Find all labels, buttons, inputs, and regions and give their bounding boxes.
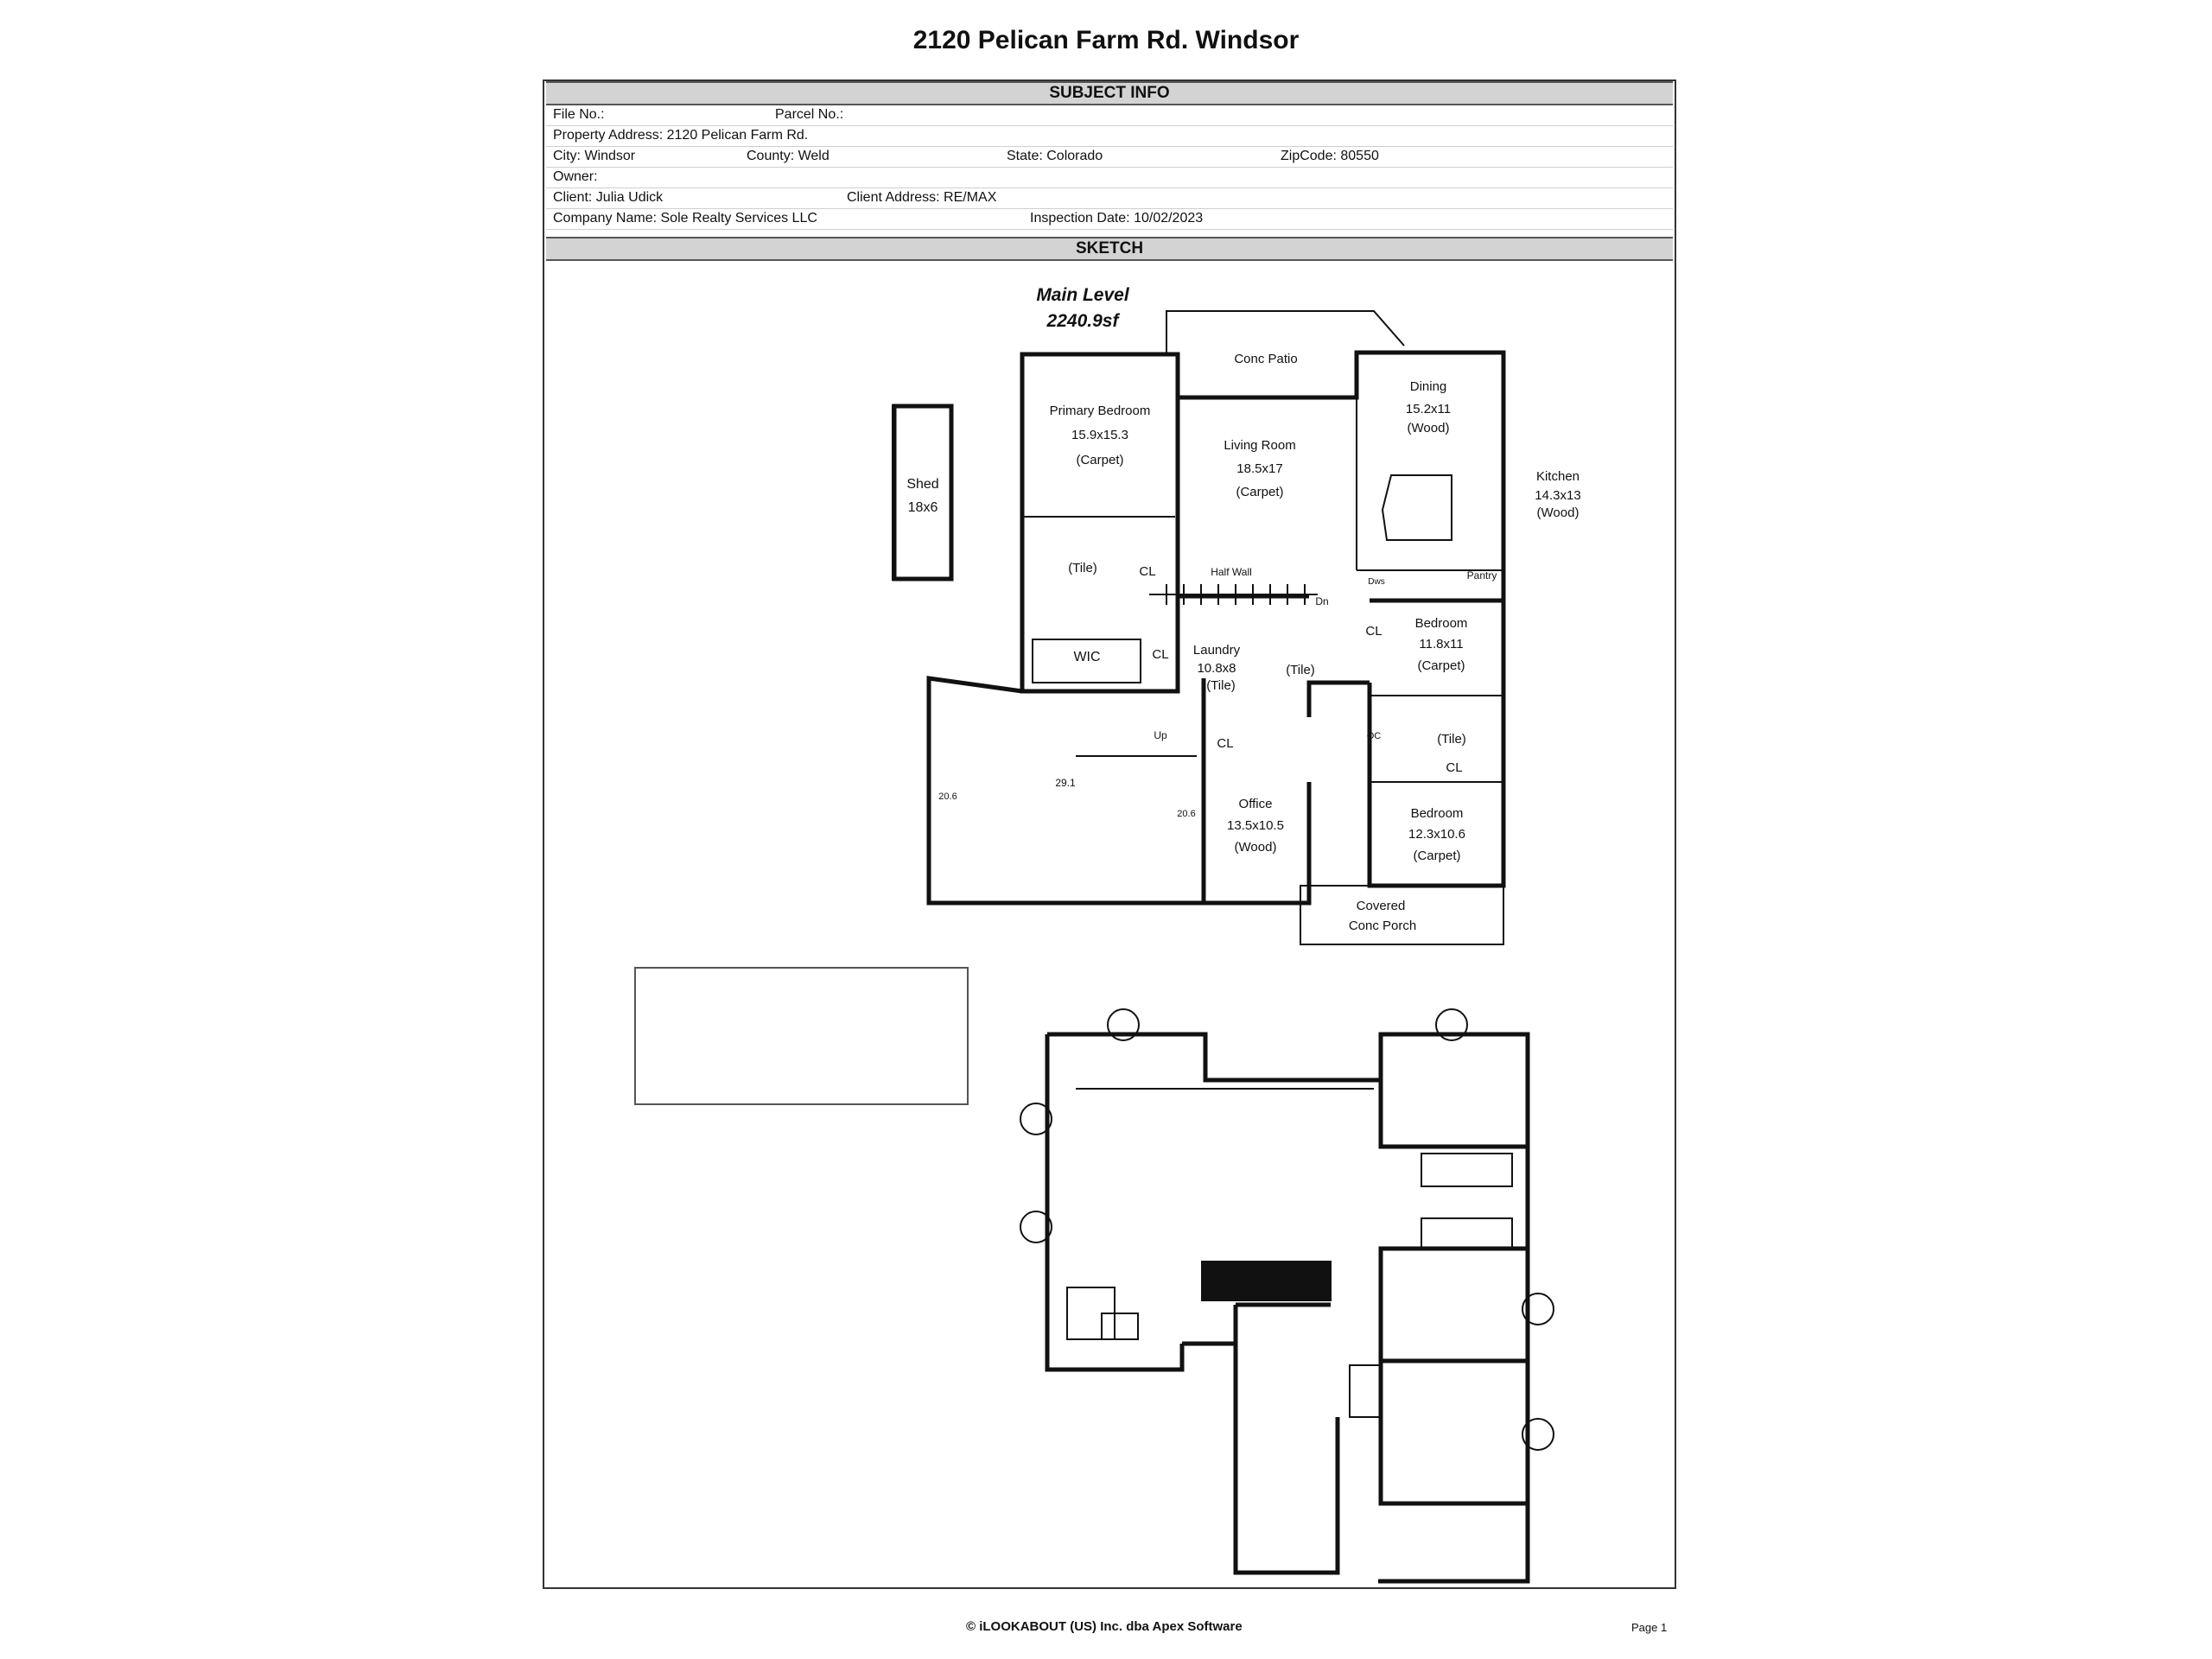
porch-label: Covered [1357, 899, 1406, 913]
shed-outline [892, 404, 953, 581]
porch-type: Conc Porch [1349, 918, 1416, 933]
garage-depth-right: 20.6 [1177, 809, 1195, 819]
client-address-field: Client Address: RE/MAX [847, 190, 997, 205]
info-row-file: File No.: Parcel No.: [546, 105, 1673, 126]
parcel-no-field: Parcel No.: [775, 107, 844, 122]
living-room-size: 18.5x17 [1236, 461, 1282, 476]
basement-thin-lines [1066, 1088, 1513, 1418]
bedroom2-floor: (Carpet) [1413, 849, 1460, 863]
file-no-field: File No.: [553, 107, 605, 122]
address-field: Property Address: 2120 Pelican Farm Rd. [553, 128, 809, 143]
kitchen-name: Kitchen [1536, 469, 1580, 484]
sketch-header: SKETCH [546, 237, 1673, 261]
primary-bedroom-name: Primary Bedroom [1050, 404, 1151, 418]
shed-size: 18x6 [908, 500, 938, 515]
primary-closet-label: CL [1139, 564, 1155, 579]
inspection-date-field: Inspection Date: 10/02/2023 [1030, 211, 1204, 226]
garage-stair-up: Up [1154, 729, 1167, 741]
dining-name: Dining [1410, 379, 1447, 394]
garage-depth-left: 20.6 [938, 791, 957, 802]
office-size: 13.5x10.5 [1227, 818, 1284, 833]
patio-label: Conc Patio [1234, 352, 1297, 366]
subject-info-header: SUBJECT INFO [546, 81, 1673, 105]
info-row-client: Client: Julia Udick Client Address: RE/M… [546, 188, 1673, 209]
summary-box [634, 967, 969, 1105]
bedroom2-name: Bedroom [1411, 806, 1464, 821]
office-closet-label: CL [1217, 736, 1233, 751]
wic-label: WIC [1073, 650, 1100, 664]
laundry-name: Laundry [1193, 643, 1241, 658]
dining-floor: (Wood) [1408, 421, 1450, 435]
info-row-owner: Owner: [546, 168, 1673, 188]
bedroom1-size: 11.8x11 [1419, 637, 1463, 652]
shed-label: Shed [906, 477, 938, 492]
bedroom1-floor: (Carpet) [1417, 658, 1465, 673]
dining-size: 15.2x11 [1406, 402, 1451, 416]
powder-tile: (Tile) [1286, 663, 1315, 677]
garage-width: 29.1 [1055, 777, 1076, 789]
company-field: Company Name: Sole Realty Services LLC [553, 211, 817, 226]
dw-label: Dws [1368, 577, 1384, 587]
dn-label: Dn [1315, 595, 1328, 607]
state-field: State: Colorado [1007, 149, 1103, 163]
info-row-company: Company Name: Sole Realty Services LLC I… [546, 209, 1673, 230]
half-wall-label: Half Wall [1211, 566, 1252, 578]
bedroom1-closet-label: CL [1365, 624, 1382, 639]
footer-copyright: © iLOOKABOUT (US) Inc. dba Apex Software [966, 1619, 1243, 1634]
living-room-name: Living Room [1224, 438, 1295, 453]
kitchen-size: 14.3x13 [1535, 488, 1580, 503]
laundry-closet-label: CL [1152, 647, 1168, 662]
office-name: Office [1239, 797, 1273, 811]
primary-bedroom-size: 15.9x15.3 [1071, 428, 1128, 442]
primary-bedroom-floor: (Carpet) [1076, 453, 1123, 467]
main-level-area: 2240.9sf [1046, 311, 1121, 331]
living-room-floor: (Carpet) [1236, 485, 1283, 499]
laundry-floor: (Tile) [1206, 678, 1236, 693]
kitchen-floor: (Wood) [1537, 505, 1580, 520]
owner-field: Owner: [553, 169, 598, 184]
city-field: City: Windsor [553, 149, 636, 163]
bedroom2-size: 12.3x10.6 [1408, 827, 1465, 842]
bedroom2-closet-label: CL [1446, 760, 1462, 775]
pantry-label: Pantry [1467, 569, 1497, 582]
hall-bath-tile: (Tile) [1437, 732, 1466, 747]
page-number: Page 1 [1631, 1621, 1668, 1634]
basement-walls [1045, 1032, 1530, 1584]
info-row-address: Property Address: 2120 Pelican Farm Rd. [546, 126, 1673, 147]
bedroom1-name: Bedroom [1415, 616, 1468, 631]
primary-bath-tile: (Tile) [1068, 561, 1097, 575]
main-level-thin-lines [1024, 310, 1504, 945]
zip-field: ZipCode: 80550 [1281, 149, 1379, 163]
stairs [1149, 584, 1332, 1301]
laundry-size: 10.8x8 [1197, 661, 1236, 676]
report-frame [543, 79, 1676, 1589]
client-field: Client: Julia Udick [553, 190, 664, 205]
egress-windows [1020, 1008, 1554, 1451]
page-title: 2120 Pelican Farm Rd. Windsor [912, 26, 1300, 54]
oc-label: OC [1367, 731, 1382, 741]
info-row-city: City: Windsor County: Weld State: Colora… [546, 147, 1673, 168]
county-field: County: Weld [747, 149, 830, 163]
main-level-title: Main Level [1036, 285, 1130, 305]
office-floor: (Wood) [1235, 840, 1277, 855]
